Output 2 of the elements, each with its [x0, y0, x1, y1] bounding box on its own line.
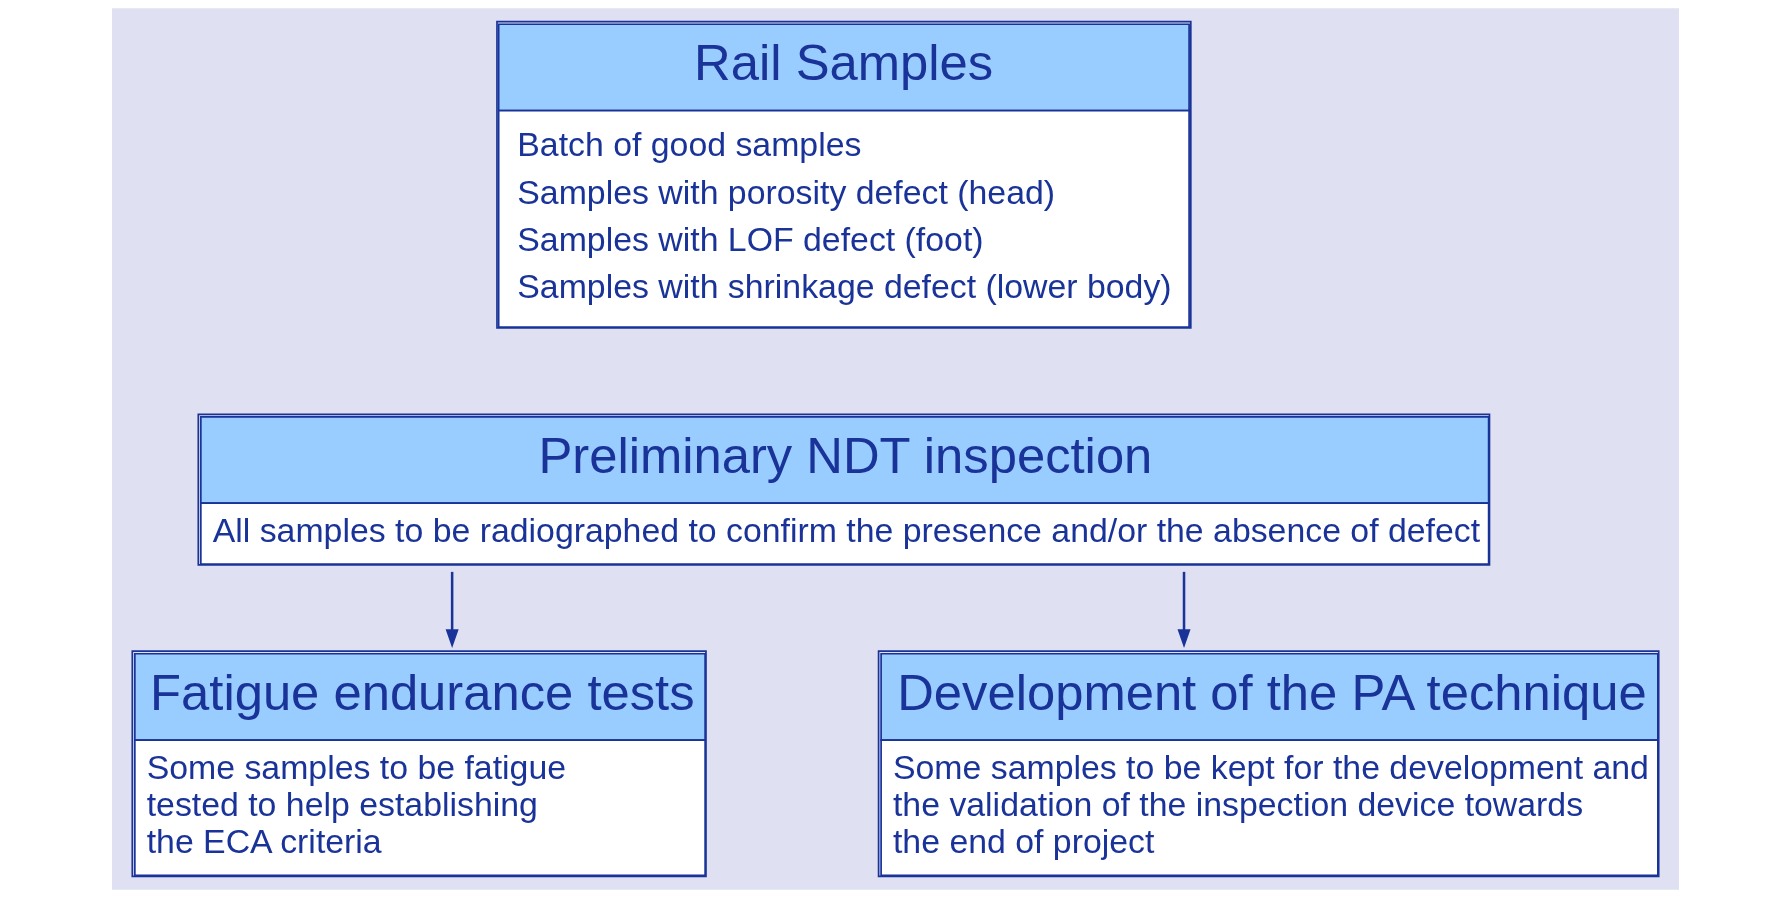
arrow: [1177, 571, 1191, 648]
arrow: [445, 571, 459, 648]
